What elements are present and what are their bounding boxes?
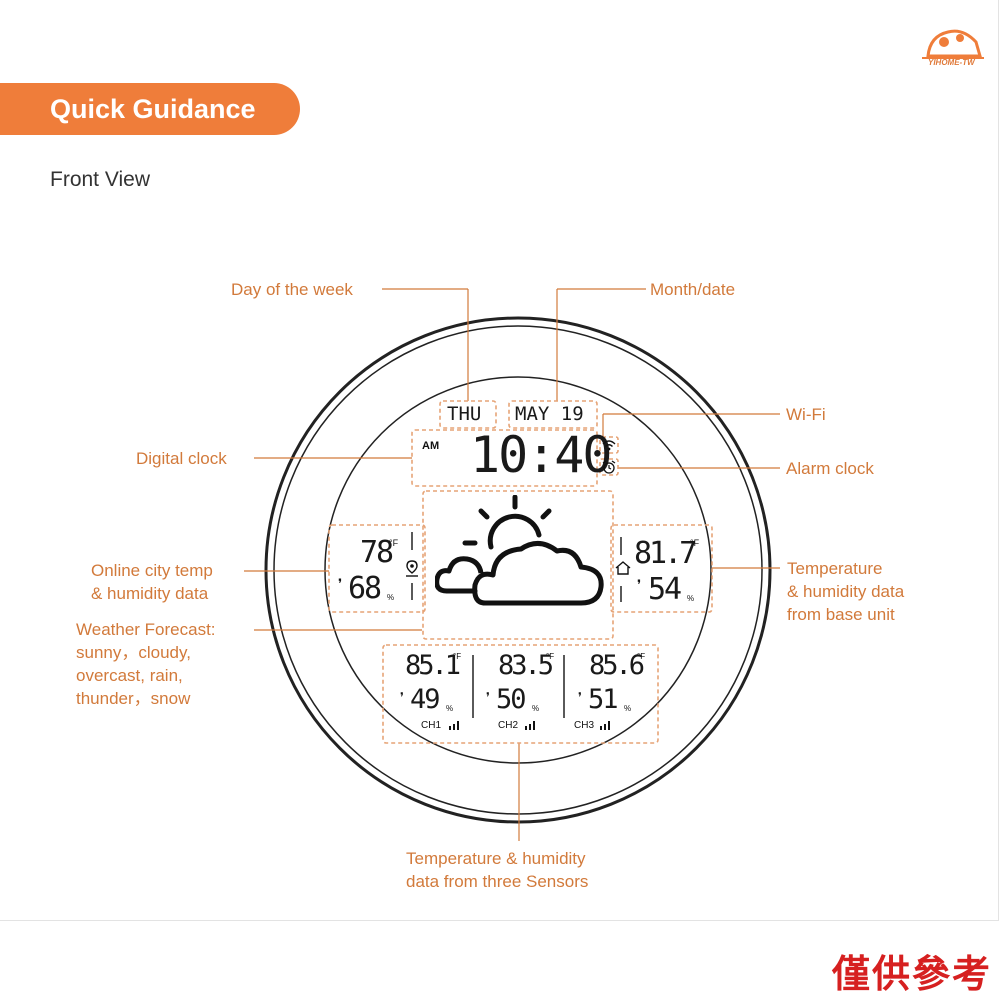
droplet-icon: ❜: [637, 577, 642, 592]
callout-online-city-line-2: & humidity data: [91, 584, 209, 603]
home-icon: [615, 561, 631, 575]
signal-icon: [449, 721, 459, 730]
callout-day-of-week: Day of the week: [231, 280, 353, 299]
lcd-ch2-temp: 83.5: [498, 650, 554, 681]
droplet-icon: ❜: [578, 690, 582, 704]
lcd-time: 10:40: [470, 426, 613, 484]
lcd-ch1-temp-unit: °F: [453, 652, 462, 661]
front-view-title: Front View: [50, 168, 150, 191]
lcd-city-temp-unit: °F: [389, 538, 399, 548]
callout-base-unit-line-1: Temperature: [787, 559, 883, 578]
callout-forecast: Weather Forecast: sunny，cloudy, overcast…: [76, 618, 216, 710]
lcd-ch1-humidity: 49: [410, 684, 440, 715]
lcd-base-humidity: 54: [648, 572, 682, 607]
callout-online-city: Online city temp & humidity data: [91, 559, 213, 605]
reference-only-stamp: 僅供參考: [831, 952, 992, 996]
logo-text: YIHOME-TW: [928, 58, 975, 67]
location-pin-icon: [406, 560, 418, 577]
lcd-ch1-humidity-unit: %: [446, 704, 454, 713]
callout-sensors-line-2: data from three Sensors: [406, 872, 589, 891]
callout-sensors-line-1: Temperature & humidity: [406, 849, 586, 868]
yihome-logo-icon: [922, 29, 984, 59]
callout-wifi: Wi-Fi: [786, 405, 826, 424]
alarm-icon: [602, 460, 616, 474]
lcd-city-humidity-unit: %: [387, 593, 395, 602]
callout-digital-clock: Digital clock: [136, 449, 227, 468]
quick-guidance-banner: Quick Guidance: [0, 83, 300, 135]
lcd-ch2-label: CH2: [498, 720, 519, 731]
lcd-city-humidity: 68: [348, 571, 382, 606]
page-sheet: [0, 0, 999, 921]
lcd-ampm: AM: [422, 440, 440, 452]
lcd-ch2-temp-unit: °F: [546, 652, 555, 661]
lcd-ch1-label: CH1: [421, 720, 442, 731]
callout-month-date: Month/date: [650, 280, 736, 299]
lcd-ch1-temp: 85.1: [405, 650, 461, 681]
callout-base-unit: Temperature & humidity data from base un…: [787, 557, 904, 626]
droplet-icon: ❜: [338, 576, 343, 591]
lcd-ch2-humidity-unit: %: [532, 704, 540, 713]
callout-forecast-line-1: Weather Forecast:: [76, 620, 216, 639]
lcd-base-humidity-unit: %: [687, 594, 695, 603]
lcd-ch3-label: CH3: [574, 720, 595, 731]
lcd-day: THU: [447, 403, 482, 425]
droplet-icon: ❜: [400, 690, 404, 704]
callout-alarm-clock: Alarm clock: [786, 459, 874, 478]
callout-base-unit-line-2: & humidity data: [787, 582, 905, 601]
signal-icon: [600, 721, 610, 730]
callout-base-unit-line-3: from base unit: [787, 605, 895, 624]
callout-forecast-line-4: thunder，snow: [76, 689, 191, 708]
lcd-ch3-humidity: 51: [588, 684, 618, 715]
sun-cloud-icon: [435, 495, 604, 606]
callout-online-city-line-1: Online city temp: [91, 561, 213, 580]
lcd-base-temp: 81.7: [634, 536, 697, 571]
lcd-ch3-temp: 85.6: [589, 650, 645, 681]
lcd-ch3-temp-unit: °F: [637, 652, 646, 661]
lcd-date: MAY 19: [515, 403, 584, 425]
lcd-base-temp-unit: °F: [690, 538, 700, 548]
lcd-city-temp: 78: [360, 535, 394, 570]
signal-icon: [525, 721, 535, 730]
lcd-ch2-humidity: 50: [496, 684, 526, 715]
droplet-icon: ❜: [486, 690, 490, 704]
callout-sensors: Temperature & humidity data from three S…: [406, 847, 588, 893]
callout-forecast-line-2: sunny，cloudy,: [76, 643, 191, 662]
lcd-ch3-humidity-unit: %: [624, 704, 632, 713]
wifi-icon: [602, 440, 616, 451]
callout-forecast-line-3: overcast, rain,: [76, 666, 183, 685]
